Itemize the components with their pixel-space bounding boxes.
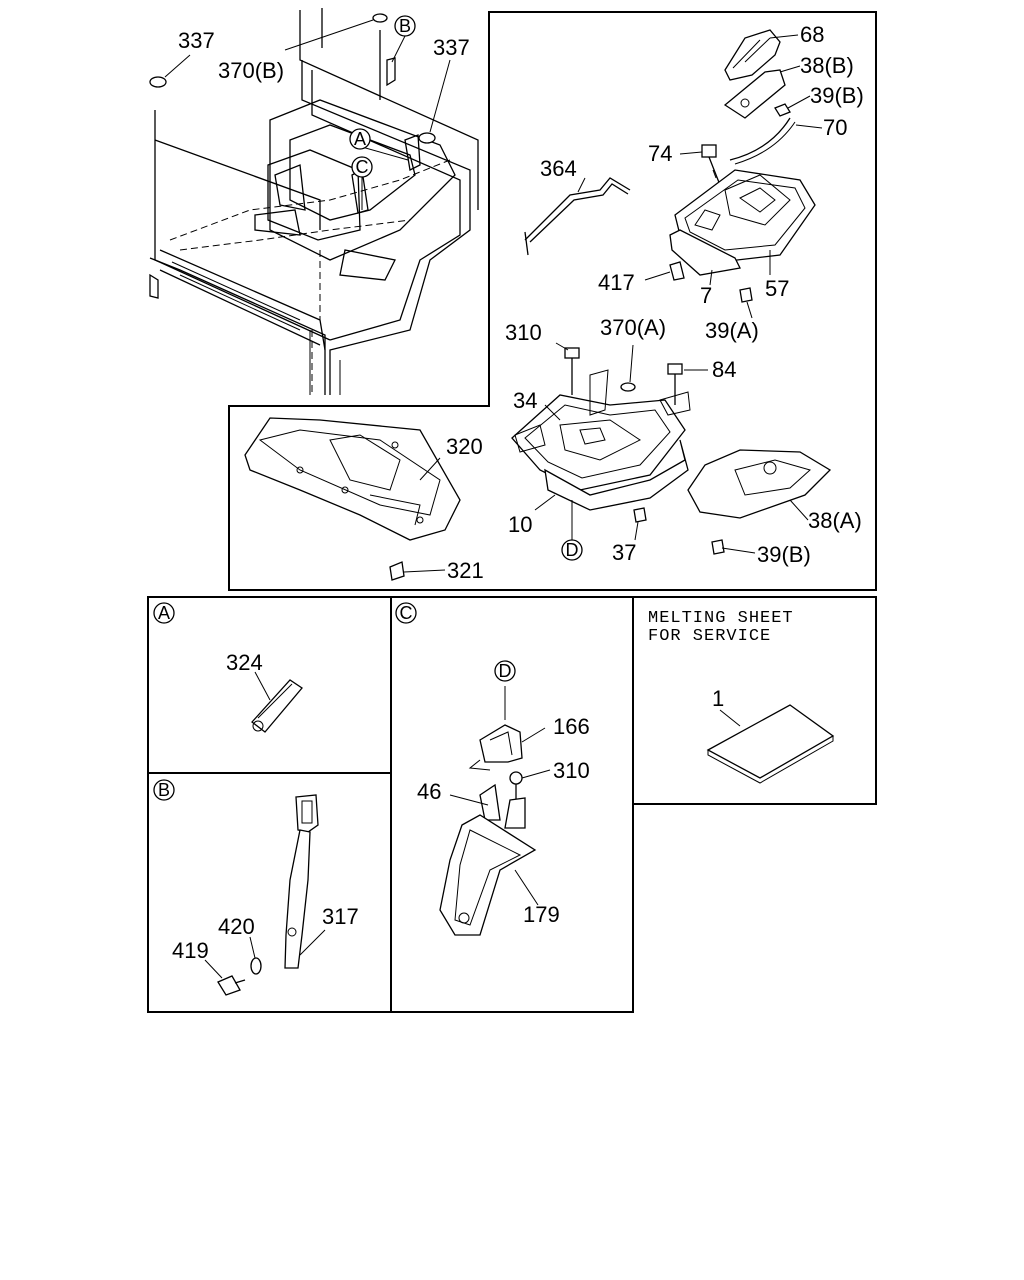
melting-sheet-1 [706, 704, 835, 784]
strap-317 [284, 794, 319, 969]
callout-d-middle: D [561, 539, 583, 561]
svg-text:D: D [499, 661, 512, 681]
callout-c-body: C [351, 156, 373, 178]
bracket-179 [439, 783, 537, 936]
label-46: 46 [417, 779, 441, 804]
svg-text:B: B [158, 780, 170, 800]
label-310-c: 310 [553, 758, 590, 783]
melting-sheet-frame [632, 596, 877, 805]
part-417 [669, 261, 685, 281]
clip-321 [389, 561, 405, 581]
bolt-84 [667, 363, 683, 405]
label-166: 166 [553, 714, 590, 739]
label-417: 417 [598, 270, 635, 295]
label-39b-top: 39(B) [810, 83, 864, 108]
screw-37 [633, 507, 647, 523]
detail-a-frame [147, 596, 392, 774]
label-370a: 370(A) [600, 315, 666, 340]
bolt-310-c [509, 771, 523, 800]
callout-a-detail: A [153, 602, 175, 624]
label-84: 84 [712, 357, 736, 382]
label-68: 68 [800, 22, 824, 47]
label-37: 37 [612, 540, 636, 565]
svg-text:A: A [354, 129, 366, 149]
plug-337-left [149, 76, 167, 88]
bolt-419 [217, 975, 246, 996]
label-420: 420 [218, 914, 255, 939]
detail-b-frame [147, 772, 392, 1013]
svg-text:C: C [400, 603, 413, 623]
base-10 [544, 439, 689, 511]
plate-7 [669, 229, 741, 276]
cover-38a [687, 449, 832, 519]
label-70: 70 [823, 115, 847, 140]
label-364: 364 [540, 156, 577, 181]
label-324: 324 [226, 650, 263, 675]
label-370b: 370(B) [218, 58, 284, 83]
callout-d-detail: D [494, 660, 516, 682]
screw-39b-top [774, 103, 791, 117]
label-57: 57 [765, 276, 789, 301]
callout-b-top: B [394, 15, 416, 37]
plug-337-right [418, 132, 436, 144]
label-39b-bottom: 39(B) [757, 542, 811, 567]
screw-39a [739, 287, 753, 303]
label-419: 419 [172, 938, 209, 963]
label-337-right: 337 [433, 35, 470, 60]
melting-sheet-title-line1: MELTING SHEET [648, 609, 794, 628]
label-337-left: 337 [178, 28, 215, 53]
label-38a: 38(A) [808, 508, 862, 533]
label-179: 179 [523, 902, 560, 927]
svg-text:B: B [399, 16, 411, 36]
floor-plate-320 [244, 417, 461, 541]
part-70 [729, 117, 791, 161]
bolt-310-top [564, 347, 580, 395]
rod-364 [524, 177, 631, 241]
vehicle-rear-body [149, 8, 479, 395]
label-7: 7 [700, 283, 712, 308]
label-310-top: 310 [505, 320, 542, 345]
label-10: 10 [508, 512, 532, 537]
callout-c-detail: C [395, 602, 417, 624]
svg-text:A: A [158, 603, 170, 623]
washer-420 [250, 957, 262, 975]
clamp-166 [468, 724, 523, 771]
label-74: 74 [648, 141, 672, 166]
label-34: 34 [513, 388, 537, 413]
part-38b [723, 69, 786, 119]
screw-39b-bottom [711, 539, 725, 555]
label-317: 317 [322, 904, 359, 929]
label-38b: 38(B) [800, 53, 854, 78]
svg-text:D: D [566, 540, 579, 560]
label-320: 320 [446, 434, 483, 459]
label-321: 321 [447, 558, 484, 583]
melting-sheet-title-line2: FOR SERVICE [648, 627, 771, 646]
plug-370b [372, 13, 388, 23]
main-assembly-frame [228, 11, 877, 591]
callout-a-body: A [349, 128, 371, 150]
clip-324 [251, 679, 303, 733]
bolt-74 [701, 144, 721, 186]
label-39a: 39(A) [705, 318, 759, 343]
svg-text:C: C [356, 157, 369, 177]
washer-370a [620, 382, 636, 392]
label-1: 1 [712, 686, 724, 711]
callout-b-detail: B [153, 779, 175, 801]
